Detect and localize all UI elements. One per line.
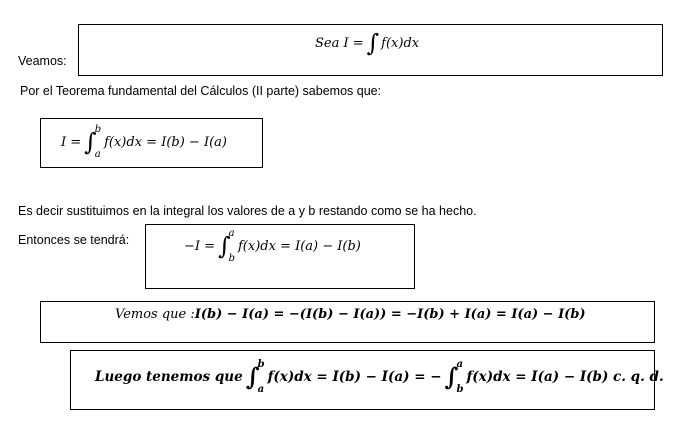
- formula-text: Luego tenemos que: [95, 369, 243, 385]
- explanation-text: Es decir sustituimos en la integral los …: [18, 204, 477, 218]
- lower-limit: b: [456, 384, 464, 395]
- formula-text: f(x)dx: [381, 35, 420, 51]
- lower-limit: b: [228, 253, 235, 264]
- entonces-label: Entonces se tendrá:: [18, 233, 130, 247]
- upper-limit: b: [94, 124, 102, 135]
- lower-limit: a: [94, 149, 101, 160]
- formula-text: f(x)dx = I(a) − I(b) c. q. d.: [466, 369, 664, 385]
- formula-text: Vemos que :: [115, 307, 195, 322]
- formula-text: f(x)dx = I(b) − I(a): [104, 134, 227, 150]
- formula-text: Sea I =: [315, 35, 364, 51]
- upper-limit: a: [456, 359, 463, 370]
- formula-definition: Sea I = ∫ f(x)dx: [315, 31, 419, 55]
- veamos-label: Veamos:: [18, 54, 67, 68]
- formula-text: f(x)dx = I(a) − I(b): [237, 238, 361, 254]
- upper-limit: a: [228, 228, 235, 239]
- formula-text: I =: [61, 134, 82, 150]
- integral-sign-icon: ∫: [366, 29, 380, 57]
- theorem-text: Por el Teorema fundamental del Cálculos …: [20, 84, 382, 98]
- formula-vemos: Vemos que : I(b) − I(a) = −(I(b) − I(a))…: [115, 307, 586, 322]
- formula-text: −I =: [184, 238, 216, 254]
- formula-box-vemos: Vemos que : I(b) − I(a) = −(I(b) − I(a))…: [40, 301, 655, 343]
- lower-limit: a: [257, 384, 265, 395]
- formula-text: I(b) − I(a) = −(I(b) − I(a)) = −I(b) + I…: [194, 307, 586, 322]
- formula-box-definition: Sea I = ∫ f(x)dx: [78, 24, 663, 76]
- formula-text: f(x)dx = I(b) − I(a) = −: [267, 369, 442, 385]
- upper-limit: b: [257, 359, 265, 370]
